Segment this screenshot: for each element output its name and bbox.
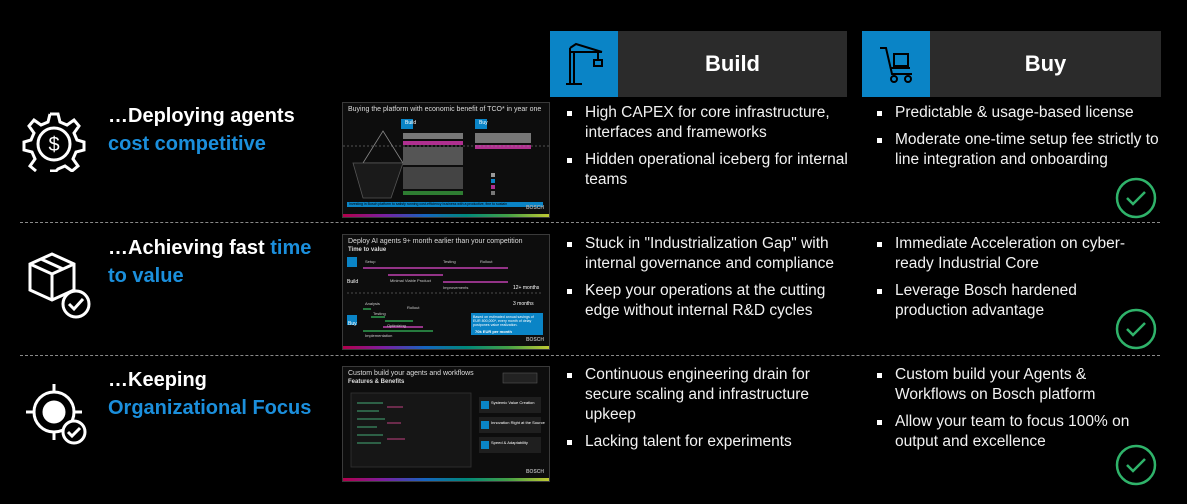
row-title-cost: …Deploying agents cost competitive bbox=[108, 102, 295, 158]
thumbnail-title: Custom build your agents and workflows bbox=[348, 370, 474, 377]
thumbnail-title: Deploy AI agents 9+ month earlier than y… bbox=[348, 238, 523, 245]
timeline-lane-label: Rollout bbox=[480, 259, 493, 264]
thumbnail-subtitle: Features & Benefits bbox=[348, 379, 405, 385]
build-column-label: Build bbox=[705, 51, 760, 76]
workflow-graphic bbox=[350, 372, 541, 468]
timeline-lane-label: Setup bbox=[365, 259, 376, 264]
list-item: Allow your team to focus 100% on output … bbox=[873, 412, 1158, 452]
list-item: Custom build your Agents & Workflows on … bbox=[873, 365, 1158, 405]
buy-list-cost: Predictable & usage-based license Modera… bbox=[873, 103, 1163, 177]
thumbnail-buy-label: Buy bbox=[479, 120, 488, 126]
list-item: High CAPEX for core infrastructure, inte… bbox=[563, 103, 853, 143]
row-title-white: …Keeping bbox=[108, 369, 207, 391]
thumbnail-subtitle: Time to value bbox=[348, 247, 387, 253]
row-title-blue: to value bbox=[108, 265, 184, 287]
list-item: Hidden operational iceberg for internal … bbox=[563, 150, 853, 190]
buy-column-label: Buy bbox=[1024, 51, 1067, 76]
hand-truck-icon bbox=[862, 31, 930, 97]
row-divider bbox=[20, 222, 1160, 223]
build-list-cost: High CAPEX for core infrastructure, inte… bbox=[563, 103, 853, 197]
row-title-white: …Deploying agents bbox=[108, 105, 295, 127]
thumbnail-title: Buying the platform with economic benefi… bbox=[348, 106, 542, 113]
timeline-lane-label: Implementation bbox=[365, 333, 393, 338]
timeline-lane-label: Testing bbox=[443, 259, 456, 264]
thumbnail-brand: BOSCH bbox=[525, 337, 544, 343]
timeline-graphic bbox=[347, 257, 543, 335]
buy-list-focus: Custom build your Agents & Workflows on … bbox=[873, 365, 1158, 459]
row-title-white: …Achieving fast bbox=[108, 237, 265, 259]
iceberg-graphic bbox=[343, 119, 549, 207]
build-column-header: Build bbox=[550, 31, 847, 97]
check-circle-icon bbox=[1115, 444, 1157, 486]
box-check-icon bbox=[24, 250, 91, 319]
timeline-lane-label: Analysis bbox=[365, 301, 380, 306]
list-item: Leverage Bosch hardened production advan… bbox=[873, 281, 1153, 321]
savings-value: 70k EUR per month bbox=[475, 329, 512, 334]
check-circle-icon bbox=[1115, 308, 1157, 350]
timeline-lane-label: Testing bbox=[373, 311, 386, 316]
row-title-blue: cost competitive bbox=[108, 133, 266, 155]
slide-thumbnail-time-to-value[interactable]: Deploy AI agents 9+ month earlier than y… bbox=[342, 234, 550, 350]
feature-label: Systemic Value Creation bbox=[491, 400, 535, 405]
slide-thumbnail-tco[interactable]: Buying the platform with economic benefi… bbox=[342, 102, 550, 218]
duration-label: 3 months bbox=[513, 301, 534, 307]
target-check-icon bbox=[24, 380, 88, 445]
buy-list-time: Immediate Acceleration on cyber-ready In… bbox=[873, 234, 1153, 328]
row-title-time: …Achieving fast time to value bbox=[108, 234, 311, 290]
svg-text:$: $ bbox=[48, 134, 59, 156]
crane-icon bbox=[550, 31, 618, 97]
list-item: Predictable & usage-based license bbox=[873, 103, 1163, 123]
gradient-bar bbox=[343, 214, 549, 217]
thumbnail-brand: BOSCH bbox=[525, 205, 544, 211]
thumbnail-build-label: Build bbox=[347, 279, 359, 285]
gradient-bar bbox=[343, 478, 549, 481]
duration-label: 12+ months bbox=[513, 285, 540, 291]
list-item: Keep your operations at the cutting edge… bbox=[563, 281, 855, 321]
timeline-lane-label: Minimal Viable Product bbox=[390, 278, 431, 283]
build-list-focus: Continuous engineering drain for secure … bbox=[563, 365, 843, 459]
dollar-gear-icon: $ bbox=[22, 108, 86, 173]
check-circle-icon bbox=[1115, 177, 1157, 219]
timeline-lane-label: Optimizing bbox=[387, 323, 406, 328]
row-divider bbox=[20, 355, 1160, 356]
gradient-bar bbox=[343, 346, 549, 349]
timeline-lane-label: Rollout bbox=[407, 305, 420, 310]
timeline-lane-label: Improvements bbox=[443, 285, 469, 290]
row-title-focus: …Keeping Organizational Focus bbox=[108, 366, 311, 422]
list-item: Moderate one-time setup fee strictly to … bbox=[873, 130, 1163, 170]
thumbnail-brand: BOSCH bbox=[525, 469, 544, 475]
slide-thumbnail-focus[interactable]: Custom build your agents and workflows F… bbox=[342, 366, 550, 482]
thumbnail-footer: Investing in Bosch platform to satisfy r… bbox=[349, 202, 508, 206]
list-item: Continuous engineering drain for secure … bbox=[563, 365, 843, 425]
thumbnail-buy-label: Buy bbox=[348, 321, 357, 327]
row-title-blue: Organizational Focus bbox=[108, 397, 312, 419]
savings-note: Based on estimated annual savings of EUR… bbox=[473, 315, 534, 328]
list-item: Stuck in "Industrialization Gap" with in… bbox=[563, 234, 855, 274]
feature-label: Speed & Adaptability bbox=[491, 440, 528, 445]
row-title-blue: time bbox=[270, 237, 312, 259]
thumbnail-build-label: Build bbox=[405, 120, 417, 126]
list-item: Immediate Acceleration on cyber-ready In… bbox=[873, 234, 1153, 274]
build-list-time: Stuck in "Industrialization Gap" with in… bbox=[563, 234, 855, 328]
feature-label: Innovation Right at the Source bbox=[491, 420, 545, 425]
buy-column-header: Buy bbox=[862, 31, 1161, 97]
list-item: Lacking talent for experiments bbox=[563, 432, 843, 452]
